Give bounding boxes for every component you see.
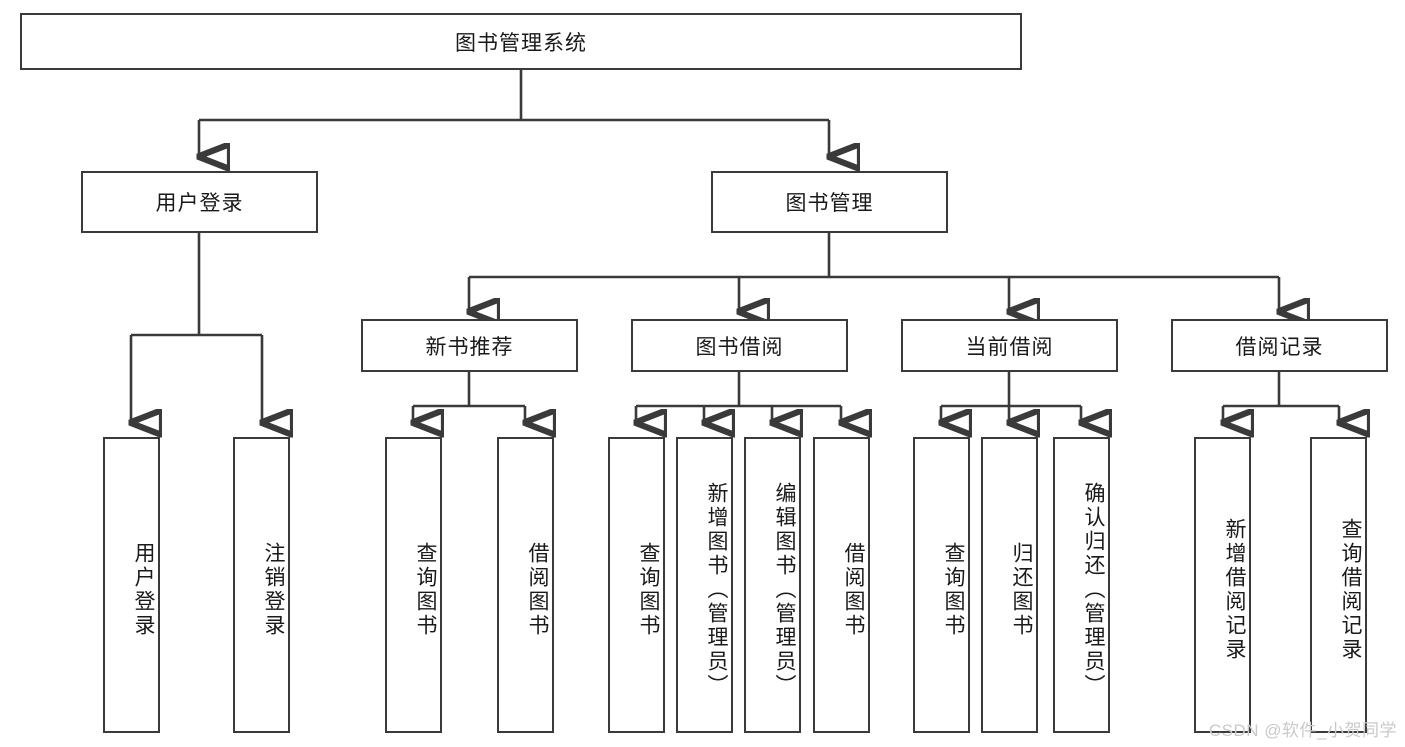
node-label: 查询图书 (942, 542, 965, 638)
node-label: 图书管理 (785, 192, 874, 215)
node-book-management[interactable]: 图书管理 (711, 171, 948, 233)
node-label: 用户登录 (132, 542, 155, 638)
node-label: 借阅图书 (842, 542, 865, 638)
watermark: CSDN @软件_小贺同学 (1208, 721, 1397, 740)
leaf-recommend-borrow-book[interactable]: 借阅图书 (497, 437, 554, 733)
leaf-current-return-book[interactable]: 归还图书 (981, 437, 1038, 733)
node-book-borrow[interactable]: 图书借阅 (631, 319, 848, 372)
node-user-login[interactable]: 用户登录 (81, 171, 318, 233)
node-label: 当前借阅 (965, 335, 1054, 359)
leaf-user-login-logout[interactable]: 注销登录 (233, 437, 290, 733)
node-label: 图书管理系统 (455, 31, 587, 55)
node-label: 归还图书 (1010, 542, 1033, 638)
node-label: 注销登录 (262, 542, 285, 638)
node-label: 查询图书 (637, 542, 660, 638)
leaf-borrow-add-book-admin[interactable]: 新增图书（管理员） (676, 437, 733, 733)
node-label: 查询借阅记录 (1339, 518, 1362, 662)
node-label: 图书借阅 (695, 335, 784, 359)
node-root-library-system[interactable]: 图书管理系统 (20, 13, 1022, 70)
leaf-record-add-record[interactable]: 新增借阅记录 (1194, 437, 1251, 733)
leaf-recommend-query-book[interactable]: 查询图书 (385, 437, 442, 733)
leaf-record-query-record[interactable]: 查询借阅记录 (1310, 437, 1367, 733)
node-label: 新书推荐 (425, 335, 514, 359)
node-label: 借阅记录 (1235, 335, 1324, 359)
leaf-current-query-book[interactable]: 查询图书 (913, 437, 970, 733)
node-label: 用户登录 (155, 192, 244, 215)
node-new-book-recommend[interactable]: 新书推荐 (361, 319, 578, 372)
leaf-current-confirm-return-admin[interactable]: 确认归还（管理员） (1053, 437, 1110, 733)
leaf-borrow-query-book[interactable]: 查询图书 (608, 437, 665, 733)
node-label: 查询图书 (414, 542, 437, 638)
leaf-borrow-borrow-book[interactable]: 借阅图书 (813, 437, 870, 733)
node-label: 新增图书（管理员） (705, 482, 728, 698)
node-current-borrow[interactable]: 当前借阅 (901, 319, 1118, 372)
node-label: 确认归还（管理员） (1082, 482, 1105, 698)
leaf-user-login-login[interactable]: 用户登录 (103, 437, 160, 733)
leaf-borrow-edit-book-admin[interactable]: 编辑图书（管理员） (744, 437, 801, 733)
node-label: 编辑图书（管理员） (773, 482, 796, 698)
node-borrow-record[interactable]: 借阅记录 (1171, 319, 1388, 372)
node-label: 新增借阅记录 (1223, 518, 1246, 662)
node-label: 借阅图书 (526, 542, 549, 638)
